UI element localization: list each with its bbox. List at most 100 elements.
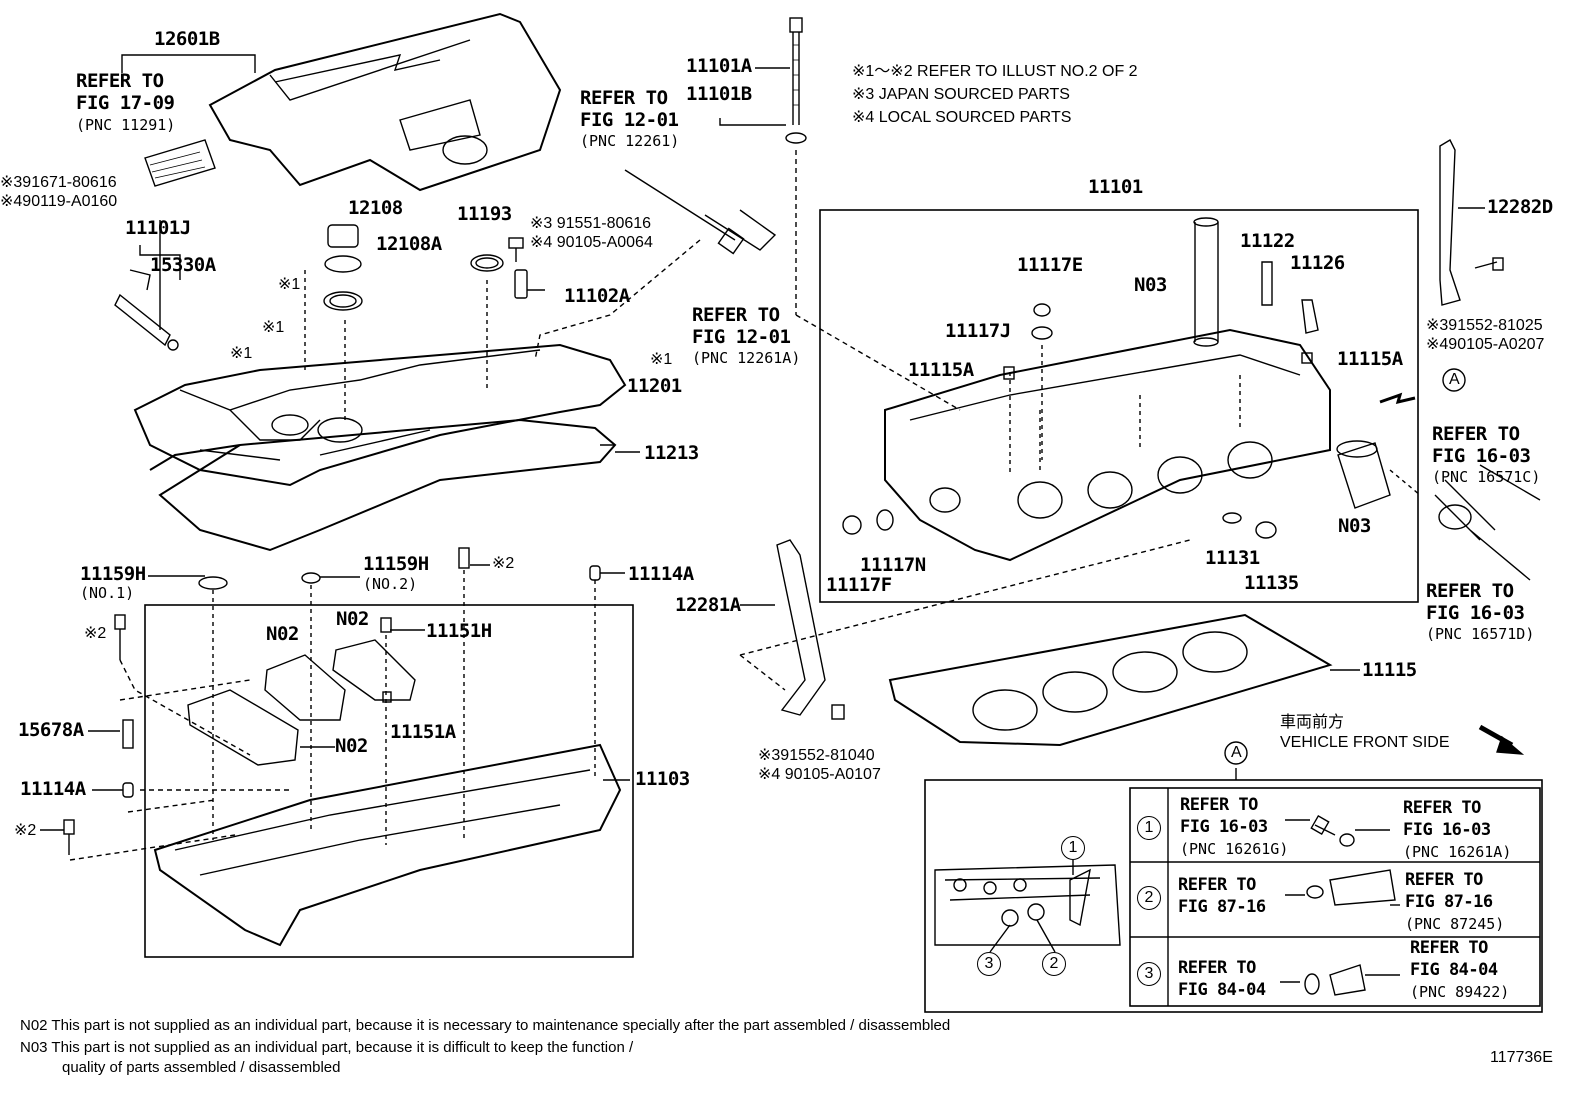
callout-11201[interactable]: 11201 (627, 375, 682, 397)
callout-15678A[interactable]: 15678A (18, 719, 84, 741)
detail-1-right-line1[interactable]: REFER TO (1403, 798, 1481, 818)
detail-1-left-line1[interactable]: REFER TO (1180, 795, 1258, 815)
callout-12108[interactable]: 12108 (348, 197, 403, 219)
callout-N03-tube[interactable]: N03 (1134, 274, 1167, 296)
vehicle-front-jp: 車両前方 (1280, 714, 1345, 731)
mark-1-b: ※1 (262, 319, 285, 336)
callout-11117E[interactable]: 11117E (1017, 254, 1083, 276)
callout-11101B[interactable]: 11101B (686, 83, 752, 105)
callout-N02-c[interactable]: N02 (335, 735, 368, 757)
view-a-marker[interactable]: A (1449, 371, 1460, 388)
mark-1-d: ※1 (650, 351, 673, 368)
callout-11115A-right[interactable]: 11115A (1337, 348, 1403, 370)
gasket-shape (149, 418, 617, 552)
callout-N03-sleeve[interactable]: N03 (1338, 515, 1371, 537)
refer-fig1603-top-line1[interactable]: REFER TO (1432, 423, 1520, 445)
mark-1-c: ※1 (230, 345, 253, 362)
callout-11159H-no1[interactable]: 11159H (80, 563, 146, 585)
callout-N02-b[interactable]: N02 (336, 608, 369, 630)
detail-a-marker[interactable]: A (1231, 744, 1242, 761)
callout-11159H-no2[interactable]: 11159H (363, 553, 429, 575)
detail-3-left-line1[interactable]: REFER TO (1178, 958, 1256, 978)
sketch-marker-1: 1 (1061, 836, 1085, 860)
callout-11213[interactable]: 11213 (644, 442, 699, 464)
callout-11117F[interactable]: 11117F (826, 574, 892, 596)
refer-fig1709-line1[interactable]: REFER TO (76, 70, 164, 92)
detail-2-left-line2[interactable]: FIG 87-16 (1178, 897, 1266, 917)
detail-1-left-line2[interactable]: FIG 16-03 (1180, 817, 1268, 837)
mark-2-a: ※2 (492, 555, 515, 572)
callout-11103[interactable]: 11103 (635, 768, 690, 790)
detail-2-left-line1[interactable]: REFER TO (1178, 875, 1256, 895)
engine-cover-shape (144, 12, 562, 192)
callout-11114A-bottom[interactable]: 11114A (20, 778, 86, 800)
drawing-id: 117736E (1490, 1049, 1553, 1066)
mark-2-c: ※2 (14, 822, 37, 839)
head-bolt-shape (785, 17, 807, 144)
fastener-code-1: ※391671-80616 (0, 174, 117, 191)
detail-row-1-number: 1 (1137, 816, 1161, 840)
detail-1-left-pnc: (PNC 16261G) (1180, 840, 1289, 858)
refer-pnc16571D: (PNC 16571D) (1426, 625, 1535, 643)
detail-1-right-line2[interactable]: FIG 16-03 (1403, 820, 1491, 840)
fastener-code-7: ※391552-81040 (758, 747, 875, 764)
cam-housing-frame (144, 604, 634, 958)
refer-fig1201-mid-line1[interactable]: REFER TO (692, 304, 780, 326)
fastener-code-8: ※4 90105-A0107 (758, 766, 881, 783)
callout-12282D[interactable]: 12282D (1487, 196, 1553, 218)
head-gasket-shape (888, 613, 1333, 747)
detail-3-right-line2[interactable]: FIG 84-04 (1410, 960, 1498, 980)
refer-fig1603-bot-line2[interactable]: FIG 16-03 (1426, 602, 1525, 624)
callout-11115A-left[interactable]: 11115A (908, 359, 974, 381)
detail-view-frame (924, 779, 1543, 1013)
cylinder-head-shape (884, 328, 1331, 562)
detail-row-2-number: 2 (1137, 886, 1161, 910)
callout-11131[interactable]: 11131 (1205, 547, 1260, 569)
label-no2: (NO.2) (363, 575, 418, 593)
callout-11151H[interactable]: 11151H (426, 620, 492, 642)
refer-fig1603-bot-line1[interactable]: REFER TO (1426, 580, 1514, 602)
callout-11114A-top[interactable]: 11114A (628, 563, 694, 585)
callout-11117J[interactable]: 11117J (945, 320, 1011, 342)
callout-11135[interactable]: 11135 (1244, 572, 1299, 594)
detail-2-right-pnc: (PNC 87245) (1405, 915, 1505, 933)
sketch-marker-2: 2 (1042, 952, 1066, 976)
mark-2-b: ※2 (84, 625, 107, 642)
detail-1-right-pnc: (PNC 16261A) (1403, 843, 1512, 861)
fastener-code-2: ※490119-A0160 (0, 193, 118, 210)
detail-row-3-number: 3 (1137, 962, 1161, 986)
callout-11151A[interactable]: 11151A (390, 721, 456, 743)
footnote-n03: N03 This part is not supplied as an indi… (20, 1039, 634, 1056)
callout-12601B[interactable]: 12601B (154, 28, 220, 50)
refer-fig1201-top-line2[interactable]: FIG 12-01 (580, 109, 679, 131)
callout-11102A[interactable]: 11102A (564, 285, 630, 307)
vehicle-front-en: VEHICLE FRONT SIDE (1280, 734, 1450, 751)
fastener-code-4: ※4 90105-A0064 (530, 234, 653, 251)
callout-11101A[interactable]: 11101A (686, 55, 752, 77)
callout-11115[interactable]: 11115 (1362, 659, 1417, 681)
callout-11193[interactable]: 11193 (457, 203, 512, 225)
callout-12281A[interactable]: 12281A (675, 594, 741, 616)
refer-fig1603-top-line2[interactable]: FIG 16-03 (1432, 445, 1531, 467)
mark-1-a: ※1 (278, 276, 301, 293)
callout-11101J[interactable]: 11101J (125, 217, 191, 239)
callout-12108A[interactable]: 12108A (376, 233, 442, 255)
cam-housing-shape (153, 743, 622, 947)
callout-11126[interactable]: 11126 (1290, 252, 1345, 274)
detail-2-right-line2[interactable]: FIG 87-16 (1405, 892, 1493, 912)
callout-11122[interactable]: 11122 (1240, 230, 1295, 252)
note-illust-ref: ※1～※2 REFER TO ILLUST NO.2 OF 2 (852, 63, 1138, 80)
callout-11117N[interactable]: 11117N (860, 554, 926, 576)
refer-fig1709-line2[interactable]: FIG 17-09 (76, 92, 175, 114)
callout-N02-a[interactable]: N02 (266, 623, 299, 645)
refer-fig1201-mid-line2[interactable]: FIG 12-01 (692, 326, 791, 348)
refer-fig1201-top-line1[interactable]: REFER TO (580, 87, 668, 109)
refer-pnc12261A: (PNC 12261A) (692, 349, 801, 367)
detail-3-left-line2[interactable]: FIG 84-04 (1178, 980, 1266, 1000)
callout-15330A[interactable]: 15330A (150, 254, 216, 276)
detail-3-right-line1[interactable]: REFER TO (1410, 938, 1488, 958)
detail-2-right-line1[interactable]: REFER TO (1405, 870, 1483, 890)
callout-11101[interactable]: 11101 (1088, 176, 1143, 198)
